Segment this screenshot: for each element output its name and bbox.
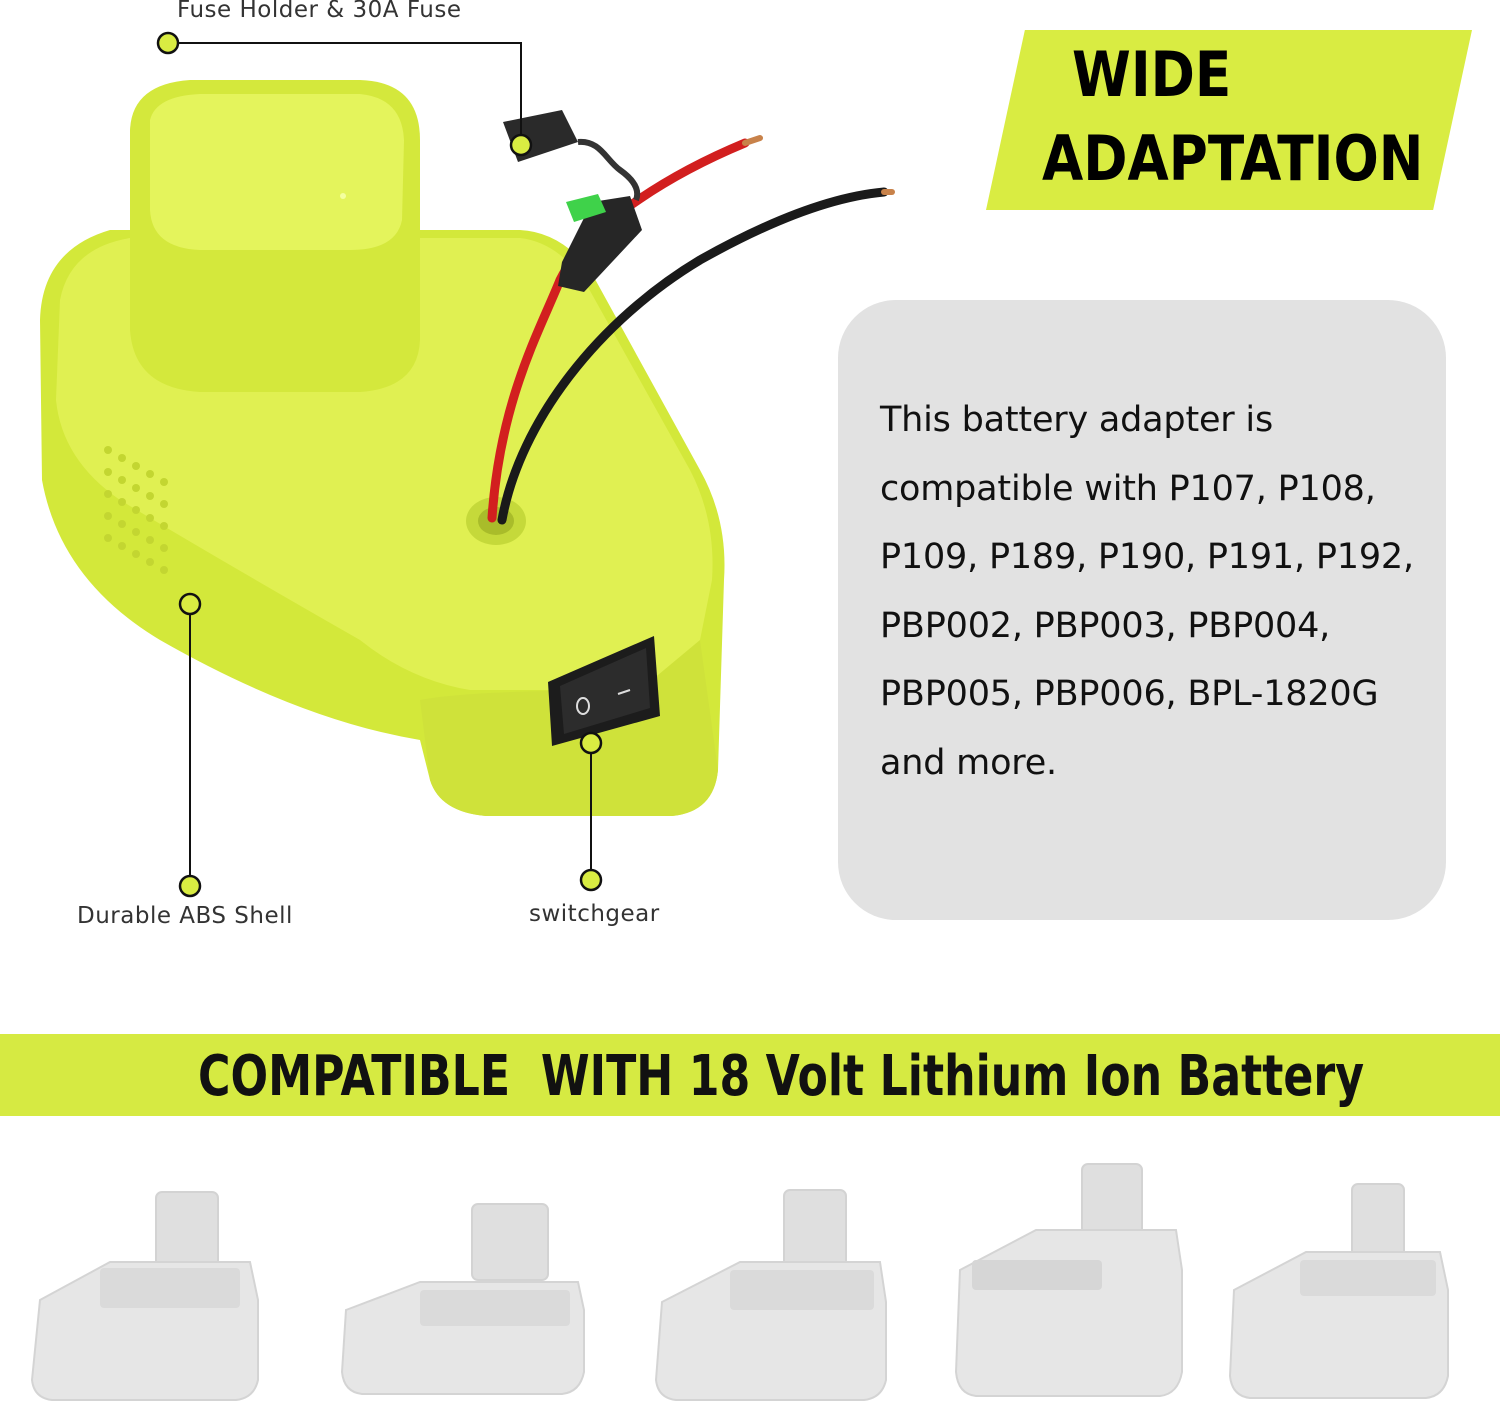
battery-4 [954, 1163, 1183, 1397]
callout-lines [168, 42, 592, 886]
callout-switchgear: switchgear [529, 901, 660, 927]
black-wire [497, 187, 889, 525]
grip-texture [104, 446, 168, 574]
headline-line-2: ADAPTATION [1042, 122, 1424, 195]
fuse-body [558, 196, 642, 292]
headline-banner [986, 30, 1472, 210]
compat-banner-text: COMPATIBLE WITH 18 Volt Lithium Ion Batt… [198, 1044, 1365, 1109]
callout-abs-shell: Durable ABS Shell [77, 903, 293, 929]
battery-lineup [30, 1163, 1449, 1401]
callout-dots [156, 31, 603, 898]
battery-5 [1228, 1183, 1449, 1399]
battery-1 [30, 1191, 259, 1401]
fuse-30a [566, 194, 606, 222]
battery-2 [340, 1203, 585, 1395]
battery-3 [654, 1189, 887, 1401]
compatibility-description: This battery adapter is compatible with … [880, 400, 1414, 783]
adapter-post-top [150, 94, 404, 250]
rocker-switch [548, 636, 660, 746]
battery-adapter [40, 80, 725, 816]
headline-line-1: WIDE [1072, 38, 1232, 111]
callout-fuse-holder: Fuse Holder & 30A Fuse [177, 0, 462, 23]
compat-banner: COMPATIBLE WITH 18 Volt Lithium Ion Batt… [0, 1034, 1500, 1116]
info-card: This battery adapter is compatible with … [838, 300, 1446, 920]
